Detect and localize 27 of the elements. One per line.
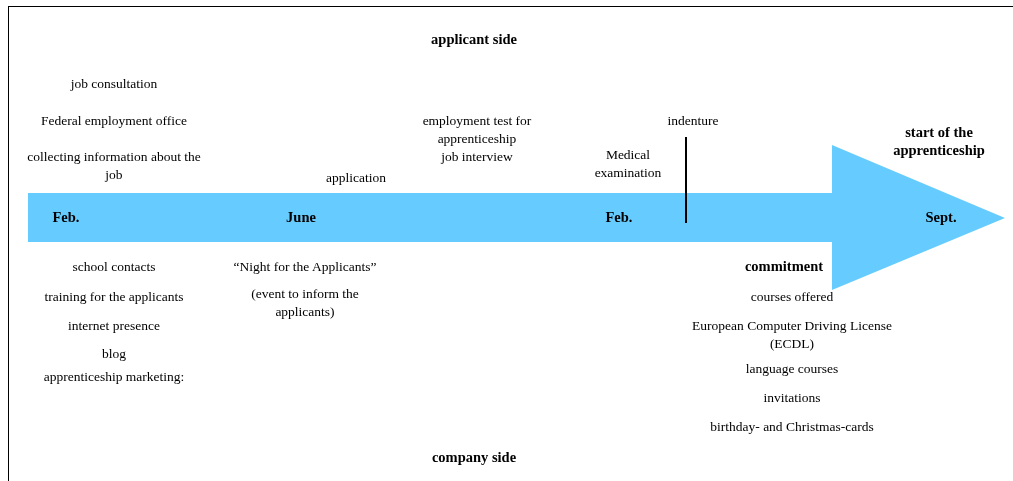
timeline-label: indenture	[666, 112, 720, 130]
timeline-label: blog	[101, 345, 127, 363]
timeline-label: Federal employment office	[40, 112, 188, 130]
timeline-label: (event to inform the applicants)	[250, 285, 360, 321]
timeline-label: “Night for the Applicants”	[232, 258, 378, 276]
heading-label: company side	[430, 448, 518, 466]
timeline-label: training for the applicants	[43, 288, 185, 306]
timeline-label: invitations	[762, 389, 822, 407]
timeline-label: European Computer Driving License (ECDL)	[691, 317, 893, 353]
timeline-label: internet presence	[67, 317, 161, 335]
heading-label: Feb.	[51, 208, 81, 226]
timeline-label: school contacts	[71, 258, 157, 276]
heading-label: commitment	[743, 257, 825, 275]
heading-label: applicant side	[430, 30, 518, 48]
heading-label: June	[285, 208, 317, 226]
timeline-label: collecting information about the job	[26, 148, 202, 184]
timeline-label: language courses	[744, 360, 840, 378]
timeline-label: courses offered	[749, 288, 835, 306]
heading-label: start of the apprenticeship	[892, 123, 986, 159]
timeline-label: Medical examination	[593, 146, 663, 182]
heading-label: Feb.	[604, 208, 634, 226]
timeline-label: job consultation	[69, 75, 159, 93]
timeline-label: apprenticeship marketing:	[42, 368, 186, 386]
timeline-label: birthday- and Christmas-cards	[709, 418, 875, 436]
timeline-label: application	[325, 169, 387, 187]
timeline-label: job interview	[440, 148, 514, 166]
heading-label: Sept.	[924, 208, 958, 226]
